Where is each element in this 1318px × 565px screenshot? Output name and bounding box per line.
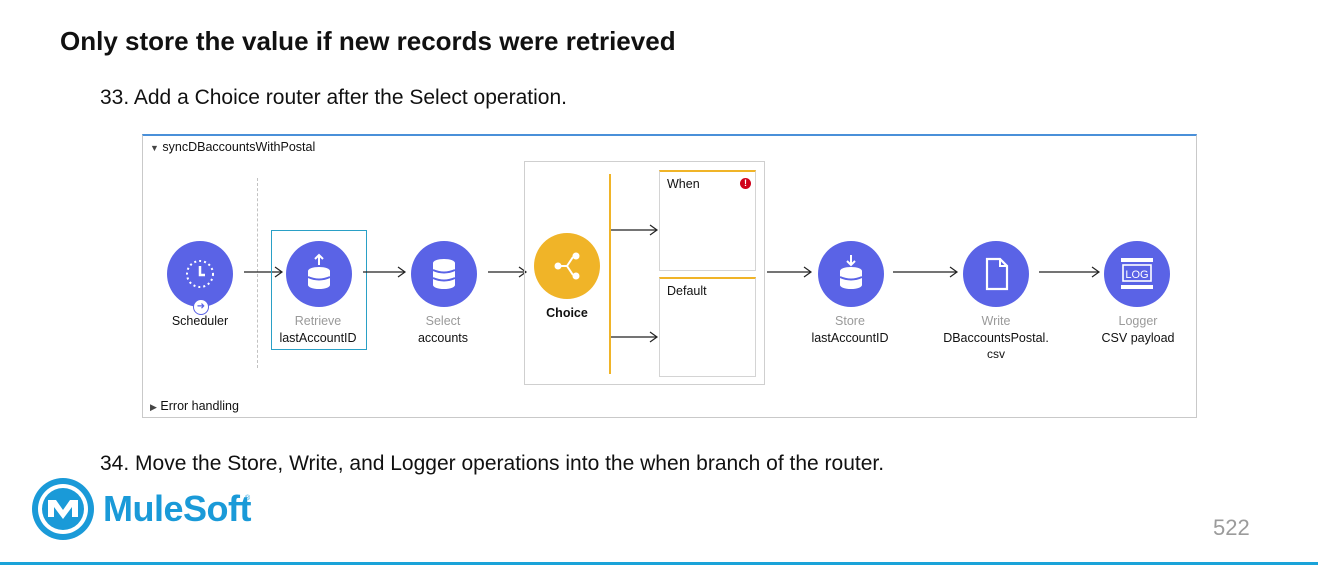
mulesoft-logo-text: MuleSoft bbox=[103, 488, 251, 529]
choice-branch-line bbox=[609, 174, 611, 374]
slide-heading: Only store the value if new records were… bbox=[60, 26, 676, 56]
error-handling-label: Error handling bbox=[160, 399, 239, 413]
logger-operation: Logger bbox=[1118, 314, 1158, 328]
arrow-connector bbox=[893, 266, 959, 278]
scheduler-label: Scheduler bbox=[171, 314, 229, 328]
page-number: 522 bbox=[1213, 515, 1250, 540]
arrow-connector bbox=[1039, 266, 1101, 278]
select-node[interactable] bbox=[411, 241, 477, 307]
source-arrow-icon: ➜ bbox=[193, 299, 209, 315]
store-label: lastAccountID bbox=[811, 331, 889, 345]
clock-icon bbox=[186, 260, 214, 288]
write-label-extension: csv bbox=[987, 347, 1005, 361]
logger-node[interactable]: LOG bbox=[1104, 241, 1170, 307]
instruction-step-33: 33. Add a Choice router after the Select… bbox=[100, 86, 567, 109]
default-branch-arrow bbox=[611, 331, 659, 343]
retrieve-label: lastAccountID bbox=[279, 331, 357, 345]
default-route[interactable]: Default bbox=[659, 277, 756, 377]
select-label: accounts bbox=[417, 331, 469, 345]
store-operation: Store bbox=[835, 314, 865, 328]
log-icon-text: LOG bbox=[1125, 269, 1148, 281]
database-retrieve-icon bbox=[307, 253, 331, 289]
collapse-triangle-icon[interactable]: ▼ bbox=[150, 143, 159, 153]
arrow-connector bbox=[244, 266, 284, 278]
branch-icon bbox=[554, 252, 580, 280]
file-icon bbox=[985, 257, 1009, 291]
write-label: DBaccountsPostal. bbox=[943, 331, 1049, 345]
default-route-label: Default bbox=[667, 284, 707, 298]
choice-label: Choice bbox=[546, 306, 588, 320]
arrow-connector bbox=[363, 266, 407, 278]
logger-label: CSV payload bbox=[1101, 331, 1175, 345]
arrow-connector bbox=[767, 266, 813, 278]
select-operation: Select bbox=[425, 314, 461, 328]
flow-header[interactable]: ▼ syncDBaccountsWithPostal bbox=[150, 140, 315, 154]
store-node[interactable] bbox=[818, 241, 884, 307]
trademark-symbol: ® bbox=[245, 495, 251, 502]
error-icon[interactable]: ! bbox=[740, 178, 751, 189]
retrieve-node[interactable] bbox=[286, 241, 352, 307]
source-divider bbox=[257, 178, 258, 368]
choice-node[interactable] bbox=[534, 233, 600, 299]
mulesoft-logo-icon bbox=[30, 476, 96, 542]
database-icon bbox=[432, 259, 456, 289]
choice-router-container bbox=[524, 161, 765, 385]
expand-triangle-icon[interactable]: ▶ bbox=[150, 402, 157, 412]
flow-name: syncDBaccountsWithPostal bbox=[162, 140, 316, 154]
footer-divider bbox=[0, 562, 1318, 565]
when-branch-arrow bbox=[611, 224, 659, 236]
when-route[interactable]: When ! bbox=[659, 170, 756, 271]
error-handling-section[interactable]: ▶ Error handling bbox=[150, 399, 239, 413]
write-operation: Write bbox=[981, 314, 1011, 328]
retrieve-operation: Retrieve bbox=[294, 314, 342, 328]
when-route-label: When bbox=[667, 177, 700, 191]
scheduler-node[interactable] bbox=[167, 241, 233, 307]
selected-processor-outline bbox=[271, 230, 367, 350]
log-icon: LOG bbox=[1121, 258, 1153, 289]
arrow-connector bbox=[488, 266, 528, 278]
instruction-step-34: 34. Move the Store, Write, and Logger op… bbox=[100, 452, 885, 475]
write-node[interactable] bbox=[963, 241, 1029, 307]
database-store-icon bbox=[839, 255, 863, 289]
